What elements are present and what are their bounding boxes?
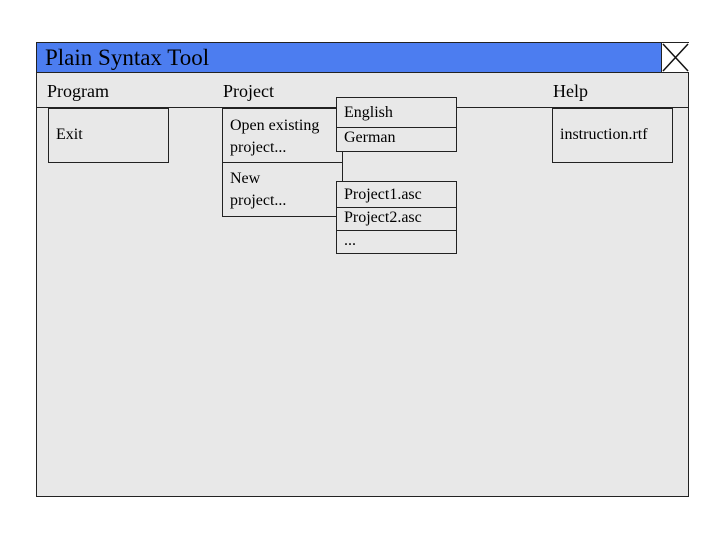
menu-program[interactable]: Program — [47, 81, 109, 101]
window-title: Plain Syntax Tool — [45, 45, 210, 70]
menu-item-instruction[interactable]: instruction.rtf — [553, 124, 672, 146]
submenu-item-project2[interactable]: Project2.asc — [337, 207, 456, 229]
new-project-label-2: project... — [230, 192, 287, 209]
close-button[interactable] — [661, 43, 689, 73]
menu-item-exit-label: Exit — [56, 126, 83, 143]
project-dropdown: Open existing project... New project... — [222, 108, 343, 217]
menu-project[interactable]: Project — [223, 81, 274, 101]
language-submenu: English German — [336, 97, 457, 152]
program-dropdown: Exit — [48, 108, 169, 163]
menu-item-new-project[interactable]: New project... — [223, 162, 342, 216]
submenu-item-english[interactable]: English — [344, 104, 393, 121]
menu-help[interactable]: Help — [553, 81, 588, 101]
app-window: Plain Syntax Tool Program Project Help E… — [36, 42, 689, 497]
help-dropdown: instruction.rtf — [552, 108, 673, 163]
open-existing-label-2: project... — [230, 139, 287, 156]
project-files-submenu: Project1.asc Project2.asc ... — [336, 181, 457, 254]
new-project-label-1: New — [230, 170, 261, 187]
submenu-item-more[interactable]: ... — [337, 230, 456, 252]
title-bar: Plain Syntax Tool — [37, 43, 661, 73]
submenu-item-project1[interactable]: Project1.asc — [344, 186, 422, 203]
menu-item-open-existing-project[interactable]: Open existing project... — [223, 115, 342, 162]
menu-item-exit[interactable]: Exit — [49, 124, 168, 146]
menu-item-instruction-label: instruction.rtf — [560, 126, 648, 143]
close-icon — [662, 43, 689, 72]
submenu-item-german[interactable]: German — [337, 127, 456, 149]
open-existing-label-1: Open existing — [230, 117, 320, 134]
